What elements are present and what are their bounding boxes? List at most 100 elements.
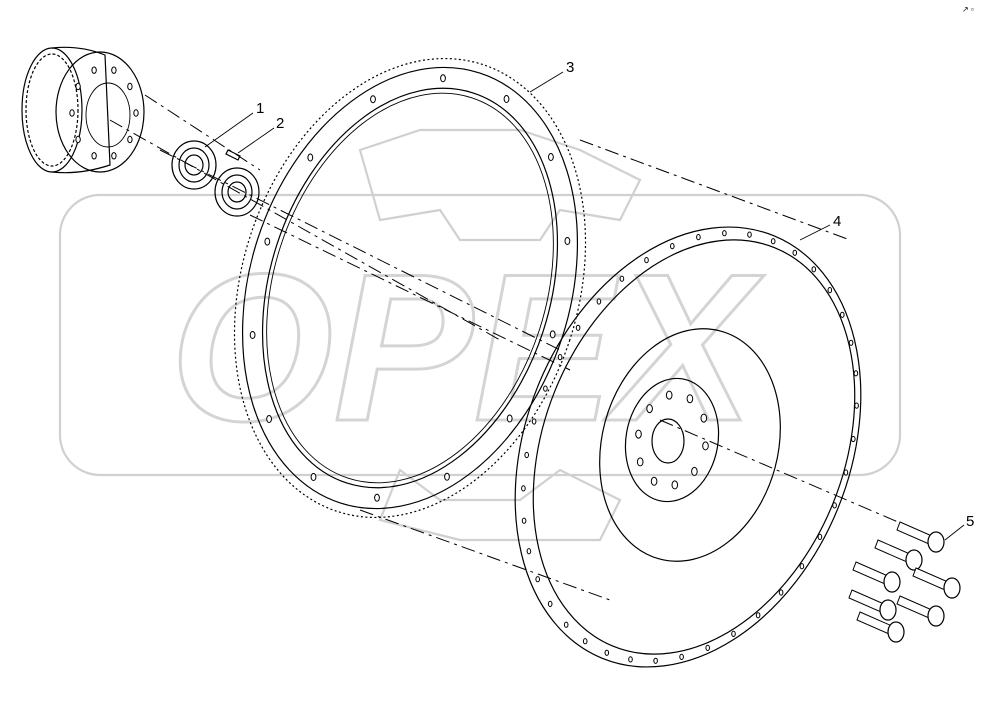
hub-gear <box>21 46 145 174</box>
flywheel-bore <box>651 418 685 464</box>
flywheel-rim-hole <box>521 485 526 492</box>
hub-bolt-hole <box>91 66 97 74</box>
flywheel-rim-hole <box>596 298 602 305</box>
hub-bolt-hole <box>133 109 139 117</box>
flywheel-rim-hole <box>679 653 684 661</box>
hub-bore <box>85 82 131 148</box>
pin-body <box>225 149 241 161</box>
bolt-shaft <box>874 539 911 563</box>
hub-bolt-hole <box>127 135 133 144</box>
bolt <box>912 567 961 599</box>
callout-2: 2 <box>276 115 284 132</box>
bolt <box>896 595 945 627</box>
axis-line <box>249 214 571 371</box>
leader-line-2 <box>237 127 275 154</box>
flywheel-rim-hole <box>547 600 553 608</box>
bearing-bore-2 <box>227 181 247 203</box>
flywheel-rim-hole <box>799 563 805 570</box>
flywheel-rim-hole <box>644 257 649 264</box>
bolt-head <box>879 599 897 621</box>
bolt-shaft <box>896 521 933 545</box>
flywheel-rim-hole <box>563 621 569 628</box>
flywheel-rim-hole <box>575 324 581 331</box>
flywheel-hub-hole <box>636 457 644 467</box>
bearing-part <box>171 140 260 217</box>
ring-gear-part <box>233 57 587 519</box>
bolt-head <box>887 621 905 643</box>
callout-1: 1 <box>256 100 264 117</box>
axis-line <box>359 509 611 601</box>
assembly-axes <box>109 94 906 601</box>
bolt-set <box>848 521 961 643</box>
bearing-outer-ring <box>171 140 217 190</box>
ring-gear-hole <box>549 330 556 339</box>
ring-gear-hole <box>310 473 317 481</box>
bolt-head <box>883 571 901 593</box>
watermark-frame <box>58 193 902 477</box>
leader-line-3 <box>529 71 564 93</box>
flywheel-part <box>514 226 862 668</box>
callout-4: 4 <box>833 213 841 230</box>
bolt <box>856 611 905 643</box>
ring-gear-hole <box>506 414 513 423</box>
ring-gear-hole <box>440 74 446 83</box>
hub-flange <box>55 51 145 173</box>
ring-gear-inner-edge-2 <box>266 92 554 484</box>
flywheel-rim-hole <box>705 644 711 652</box>
ring-gear-teeth <box>233 57 587 519</box>
bolt <box>852 561 901 593</box>
bearing-balls-ring <box>178 147 210 183</box>
watermark-gear-bottom <box>378 468 622 542</box>
bolt-shaft <box>896 595 933 619</box>
flywheel-rim-hole <box>854 402 859 409</box>
flywheel-rim-hole <box>832 502 837 509</box>
leader-line-5 <box>944 524 965 541</box>
flywheel-rim-hole <box>557 354 563 361</box>
ring-gear-holes <box>249 74 571 502</box>
ring-gear-hole <box>307 153 314 162</box>
flywheel-rim-hole <box>817 533 823 541</box>
callout-5: 5 <box>966 513 974 530</box>
bearing-outer-ring-2 <box>214 167 260 217</box>
flywheel-rim-hole <box>526 548 532 555</box>
flywheel-rim-hole <box>582 638 588 645</box>
hub-bolt-hole <box>75 82 81 91</box>
pin-part <box>225 149 241 161</box>
flywheel-rim-hole <box>811 266 817 273</box>
ring-gear-hole <box>266 415 273 423</box>
flywheel-rim-hole <box>524 451 530 459</box>
ring-gear-inner-edge <box>261 87 559 489</box>
ring-gear-hole <box>564 237 571 245</box>
hub-bolt-hole <box>111 152 117 160</box>
flywheel-rim-hole <box>521 517 527 524</box>
leader-line-4 <box>799 224 831 241</box>
flywheel-rim-hole <box>851 435 856 443</box>
hub-bolt-hole <box>127 82 133 91</box>
hub-bolt-hole <box>69 109 75 117</box>
axis-line <box>579 139 851 241</box>
ring-gear-hole <box>503 95 510 103</box>
ring-gear-hole <box>548 153 554 161</box>
callout-3: 3 <box>566 59 574 76</box>
flywheel-rim-hole <box>827 287 833 294</box>
watermark-text: OPEX <box>170 230 764 465</box>
leader-lines <box>204 71 965 541</box>
flywheel-hub-hole <box>700 413 708 423</box>
hub-bolt-hole <box>111 66 117 74</box>
ring-gear-hole <box>249 331 256 339</box>
flywheel-rim-hole <box>604 649 610 656</box>
flywheel-hub-holes <box>635 390 709 490</box>
flywheel-rim-hole <box>628 656 633 663</box>
flywheel-rim-hole <box>778 589 784 596</box>
axis-line <box>659 419 906 526</box>
ring-gear-hole <box>374 493 380 502</box>
flywheel-holes <box>521 230 859 664</box>
flywheel-hub-hole <box>646 404 653 414</box>
bolt-shaft <box>852 561 889 585</box>
axis-line <box>144 94 261 171</box>
flywheel-rim-hole <box>543 385 548 392</box>
flywheel-rim-hole <box>731 630 736 638</box>
flywheel-rim-hole <box>619 275 625 282</box>
corner-mark: ↗ ▫ <box>962 5 974 14</box>
axis-line <box>109 119 501 341</box>
